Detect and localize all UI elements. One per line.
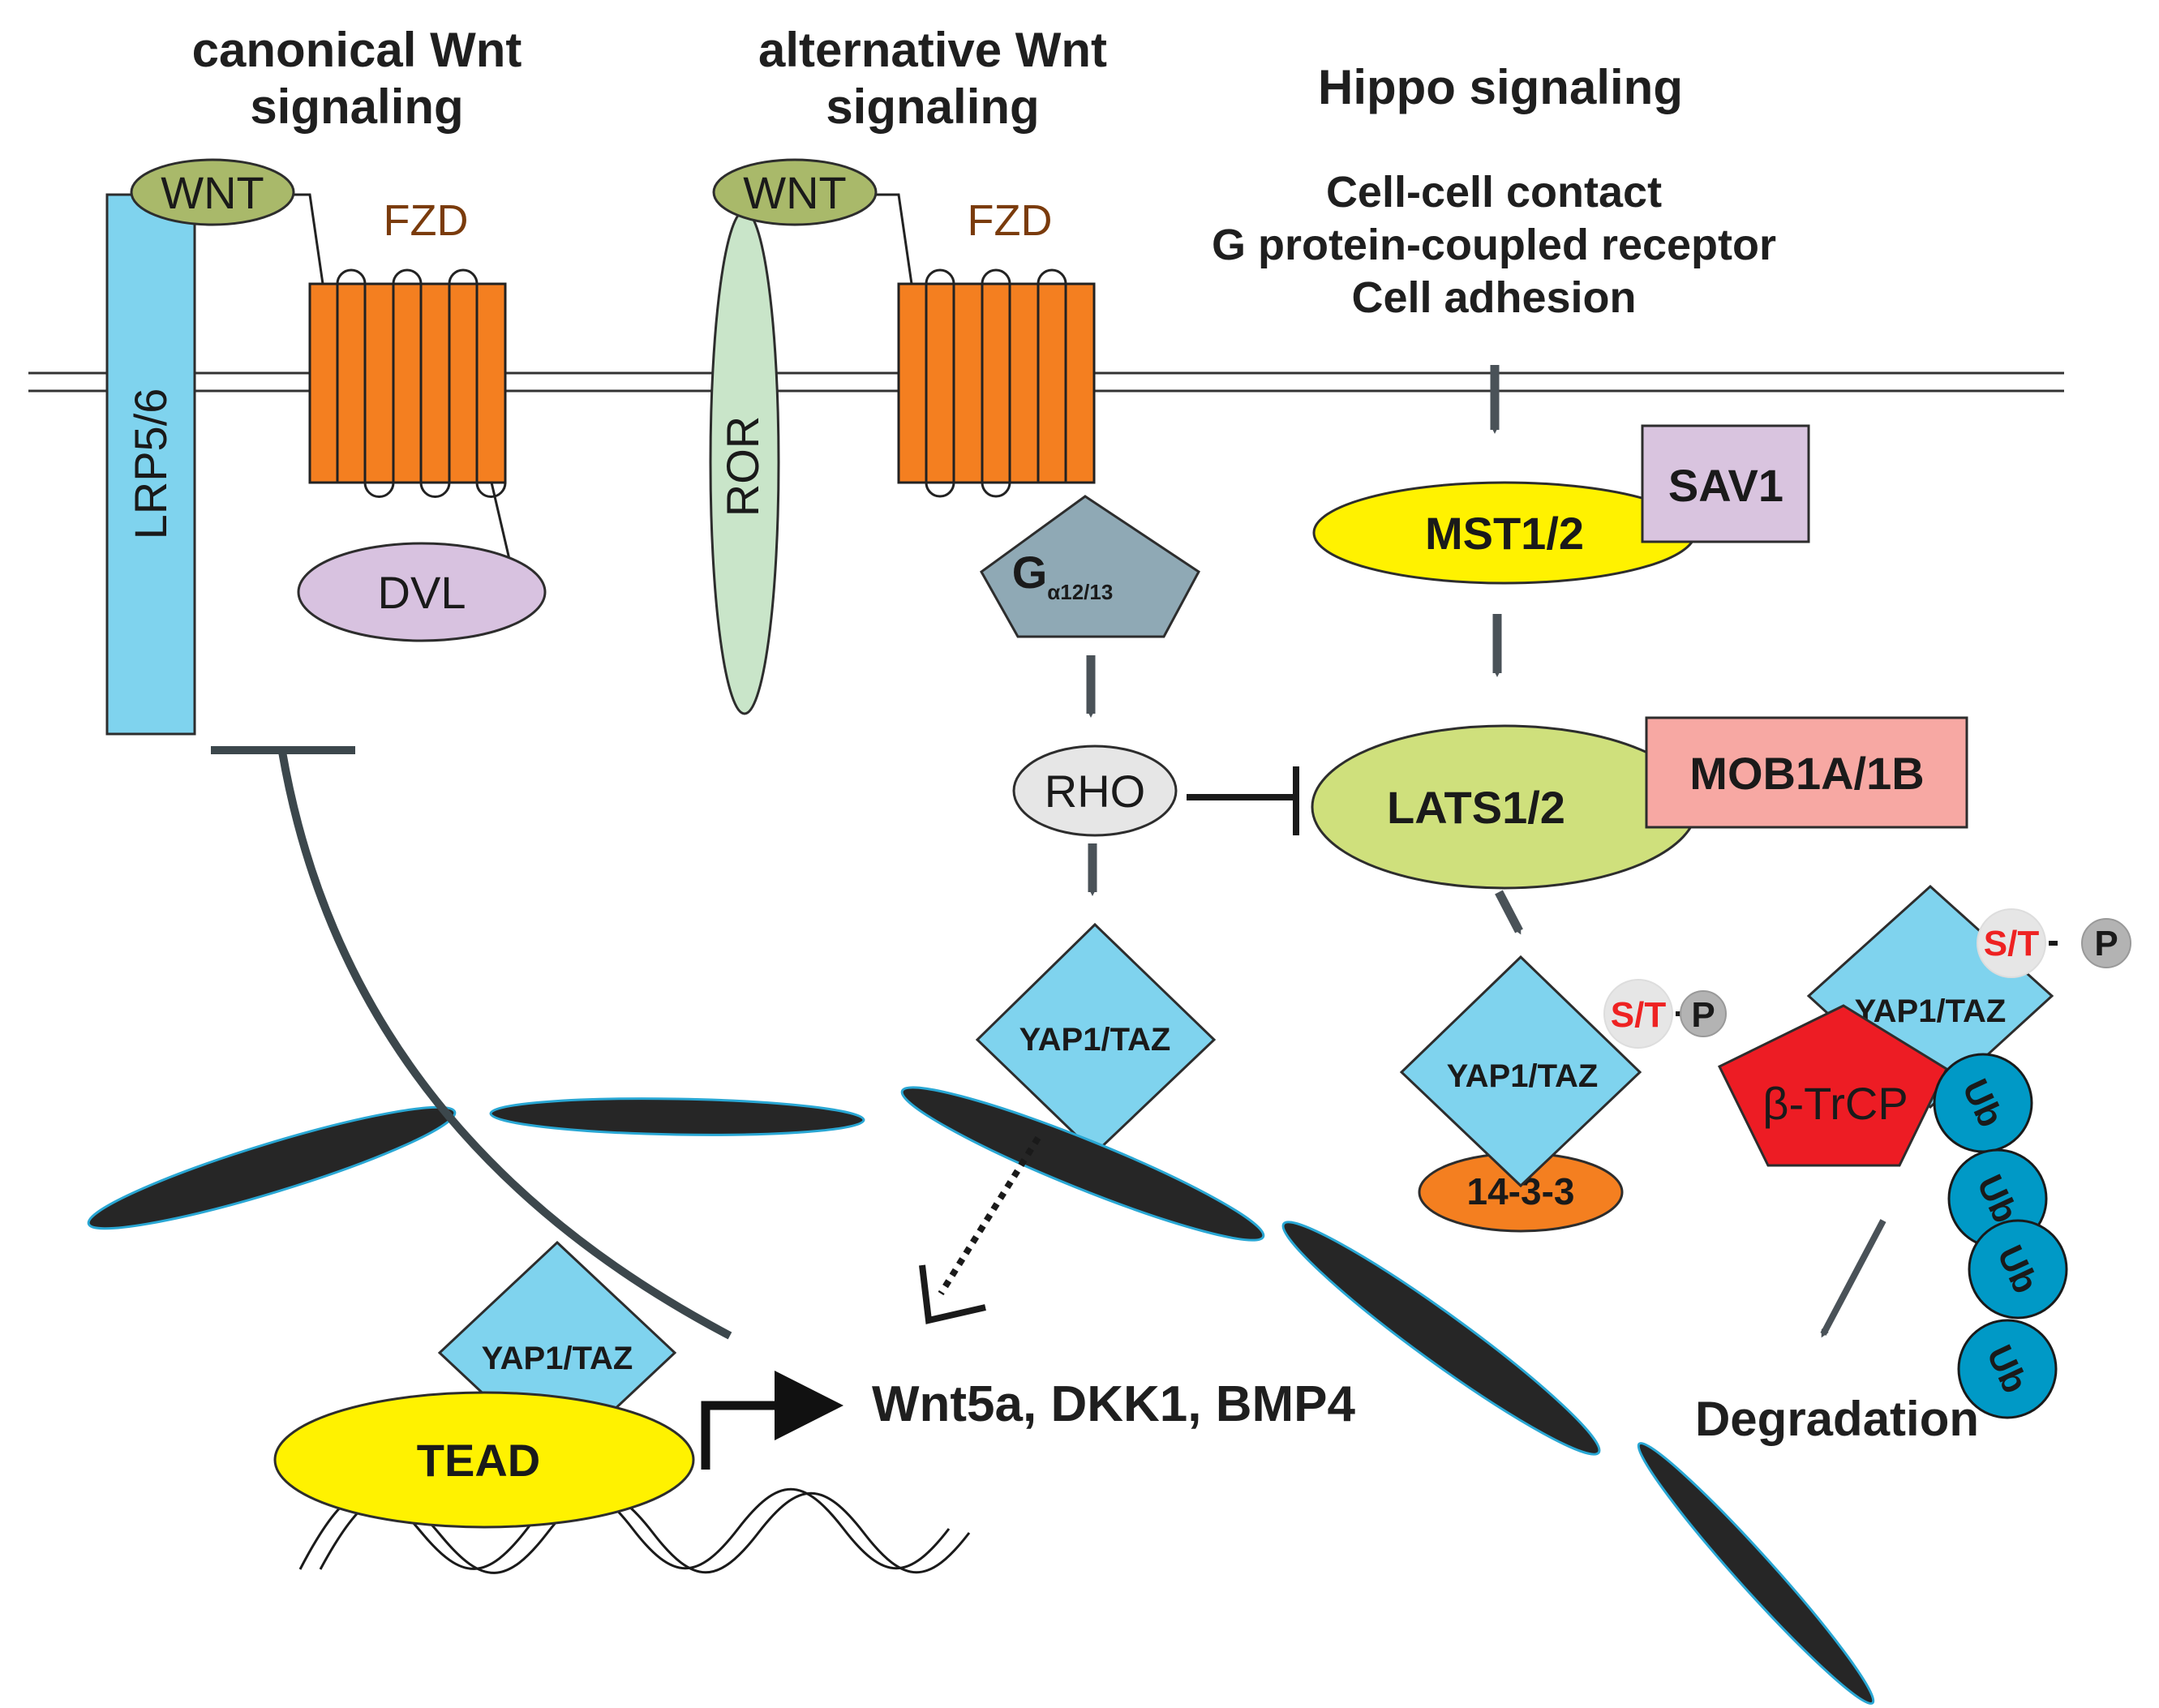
- alternative-wnt-heading-line2: signaling: [826, 79, 1039, 134]
- inhibition-rho-to-lats: [1187, 766, 1299, 835]
- nuclear-envelope: [87, 1086, 1875, 1705]
- rho-label: RHO: [1045, 766, 1145, 817]
- ubiquitin-chain: Ub Ub Ub Ub: [1933, 1053, 2068, 1419]
- input-gpcr: G protein-coupled receptor: [1212, 221, 1776, 269]
- canonical-wnt-heading-line2: signaling: [250, 79, 463, 134]
- st-label-hippo: S/T: [1611, 995, 1667, 1035]
- mob1-label: MOB1A/1B: [1689, 748, 1924, 799]
- arrow-lats-to-yap: [1495, 890, 1523, 935]
- alternative-wnt-heading-line1: alternative Wnt: [758, 23, 1107, 77]
- rho-protein: RHO: [1012, 745, 1178, 837]
- fzd-label-canonical: FZD: [384, 196, 469, 245]
- lrp-label: LRP5/6: [125, 388, 176, 540]
- dvl-label: DVL: [378, 567, 466, 618]
- tead-label: TEAD: [417, 1435, 540, 1486]
- degradation-label: Degradation: [1695, 1392, 1979, 1446]
- sav1-adaptor: SAV1: [1641, 424, 1810, 543]
- ror-label: ROR: [717, 416, 768, 517]
- tead-factor: TEAD: [273, 1391, 695, 1529]
- sav1-label: SAV1: [1668, 460, 1783, 511]
- transcription-start-arrow: [701, 1371, 843, 1470]
- fzd-receptor-canonical: [268, 193, 513, 567]
- yap-taz-label-alternative: YAP1/TAZ: [1019, 1022, 1171, 1058]
- fzd-receptor-alternative: [860, 193, 1096, 498]
- yap-taz-label-degradation: YAP1/TAZ: [1855, 993, 2007, 1029]
- wnt-ligand-canonical: WNT: [130, 158, 295, 226]
- feedback-inhibition-to-lrp: [211, 746, 732, 1340]
- mst-label: MST1/2: [1425, 508, 1584, 559]
- g-protein-label: G: [1012, 547, 1048, 598]
- yap-taz-phospho-degradation: YAP1/TAZ S/T P β-TrCP: [1717, 884, 2131, 1167]
- dvl-protein: DVL: [297, 542, 547, 642]
- hippo-heading: Hippo signaling: [1318, 60, 1683, 114]
- input-cell-adhesion: Cell adhesion: [1351, 273, 1636, 322]
- arrow-to-degradation: [1820, 1219, 1886, 1338]
- st-label-degradation: S/T: [1984, 924, 2040, 963]
- g-protein-subscript: α12/13: [1047, 580, 1113, 604]
- dotted-arrow-yap-to-nucleus: [938, 1135, 1041, 1296]
- lats-label: LATS1/2: [1387, 782, 1565, 833]
- mst-kinase: MST1/2: [1312, 481, 1697, 585]
- ror-receptor: ROR: [709, 209, 780, 715]
- canonical-wnt-heading-line1: canonical Wnt: [192, 23, 522, 77]
- target-genes-label: Wnt5a, DKK1, BMP4: [872, 1376, 1355, 1432]
- wnt-label-canonical: WNT: [161, 167, 264, 218]
- lats-kinase: LATS1/2: [1311, 724, 1698, 890]
- fzd-label-alternative: FZD: [968, 196, 1053, 245]
- yap-taz-label-hippo: YAP1/TAZ: [1447, 1058, 1599, 1094]
- lrp-receptor: LRP5/6: [105, 193, 196, 736]
- yap-taz-label-nuclear: YAP1/TAZ: [482, 1341, 633, 1376]
- svg-text:Gα12/13: Gα12/13: [1012, 547, 1114, 604]
- btrcp-label: β-TrCP: [1762, 1078, 1908, 1129]
- dotted-arrow-head: [919, 1264, 986, 1324]
- wnt-ligand-alternative: WNT: [712, 158, 878, 226]
- mob1-adaptor: MOB1A/1B: [1645, 716, 1968, 829]
- wnt-label-alternative: WNT: [743, 167, 847, 218]
- g-protein: Gα12/13: [980, 495, 1200, 638]
- p-label-degradation: P: [2094, 924, 2118, 963]
- input-cell-contact: Cell-cell contact: [1326, 168, 1662, 217]
- p-label-hippo: P: [1691, 995, 1715, 1035]
- yap-taz-phospho-1433: 14-3-3 YAP1/TAZ S/T P: [1399, 955, 1727, 1233]
